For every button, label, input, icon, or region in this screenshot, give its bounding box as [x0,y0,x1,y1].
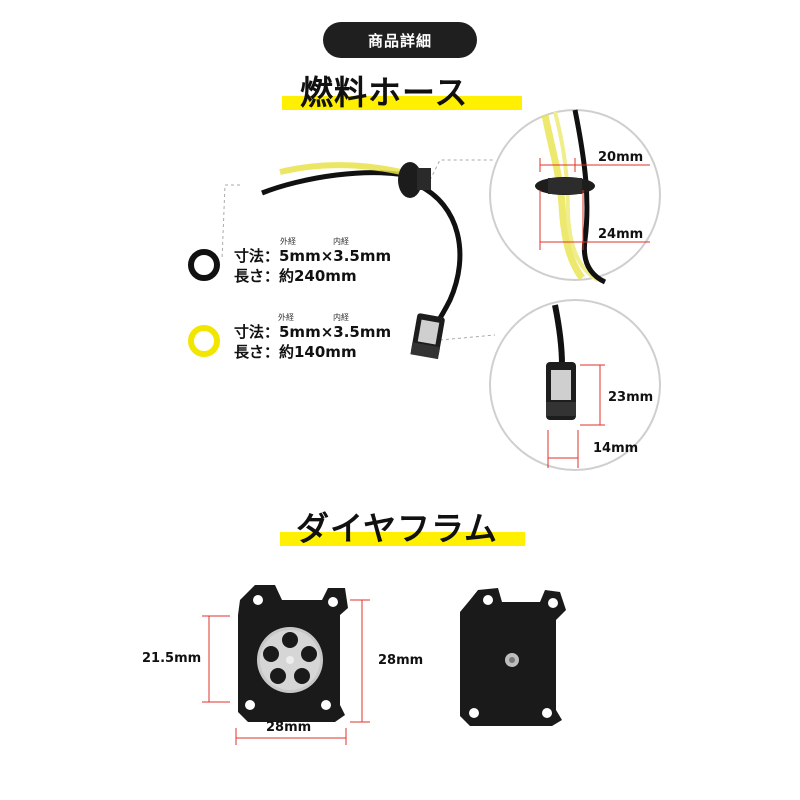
filter-width-dimension: 14mm [593,441,639,456]
fuel-hose-illustration [261,162,463,360]
details-badge: 商品詳細 [323,22,477,58]
filter-leader-line [439,334,496,341]
outer-diameter-label: 外経 [278,313,294,322]
grommet-leader-line [429,159,495,181]
grommet-dimension-lines [539,158,650,250]
diaphragm-left-dimension: 21.5mm [142,651,202,666]
yellow-ring-icon [188,325,220,357]
bracket-dashed-line [221,184,240,261]
diaphragm-back-illustration [460,588,566,726]
black-hose-size: 寸法：5mm×3.5mm [234,247,392,265]
filter-height-dimension: 23mm [608,390,654,405]
hose-section-title: 燃料ホース [300,73,469,112]
filter-zoom-circle [489,299,661,471]
black-ring-icon [188,249,220,281]
filter-dimension-lines [547,364,605,468]
inner-diameter-label: 内経 [333,237,349,246]
title-highlight [282,96,522,110]
black-hose-length: 長さ：約240mm [234,267,357,285]
yellow-hose-length: 長さ：約140mm [234,343,357,361]
title-highlight [280,532,525,546]
diaphragm-section-title: ダイヤフラム [296,509,499,548]
diaphragm-right-dimension: 28mm [378,653,424,668]
inner-diameter-label: 内経 [333,313,349,322]
grommet-top-dimension: 20mm [598,150,644,165]
grommet-bottom-dimension: 24mm [598,227,644,242]
diaphragm-bottom-dimension: 28mm [266,720,312,735]
diaphragm-front-illustration [238,585,348,722]
diaphragm-dimension-lines [202,599,370,745]
grommet-zoom-circle [489,109,661,285]
yellow-hose-size: 寸法：5mm×3.5mm [234,323,392,341]
outer-diameter-label: 外経 [280,237,296,246]
